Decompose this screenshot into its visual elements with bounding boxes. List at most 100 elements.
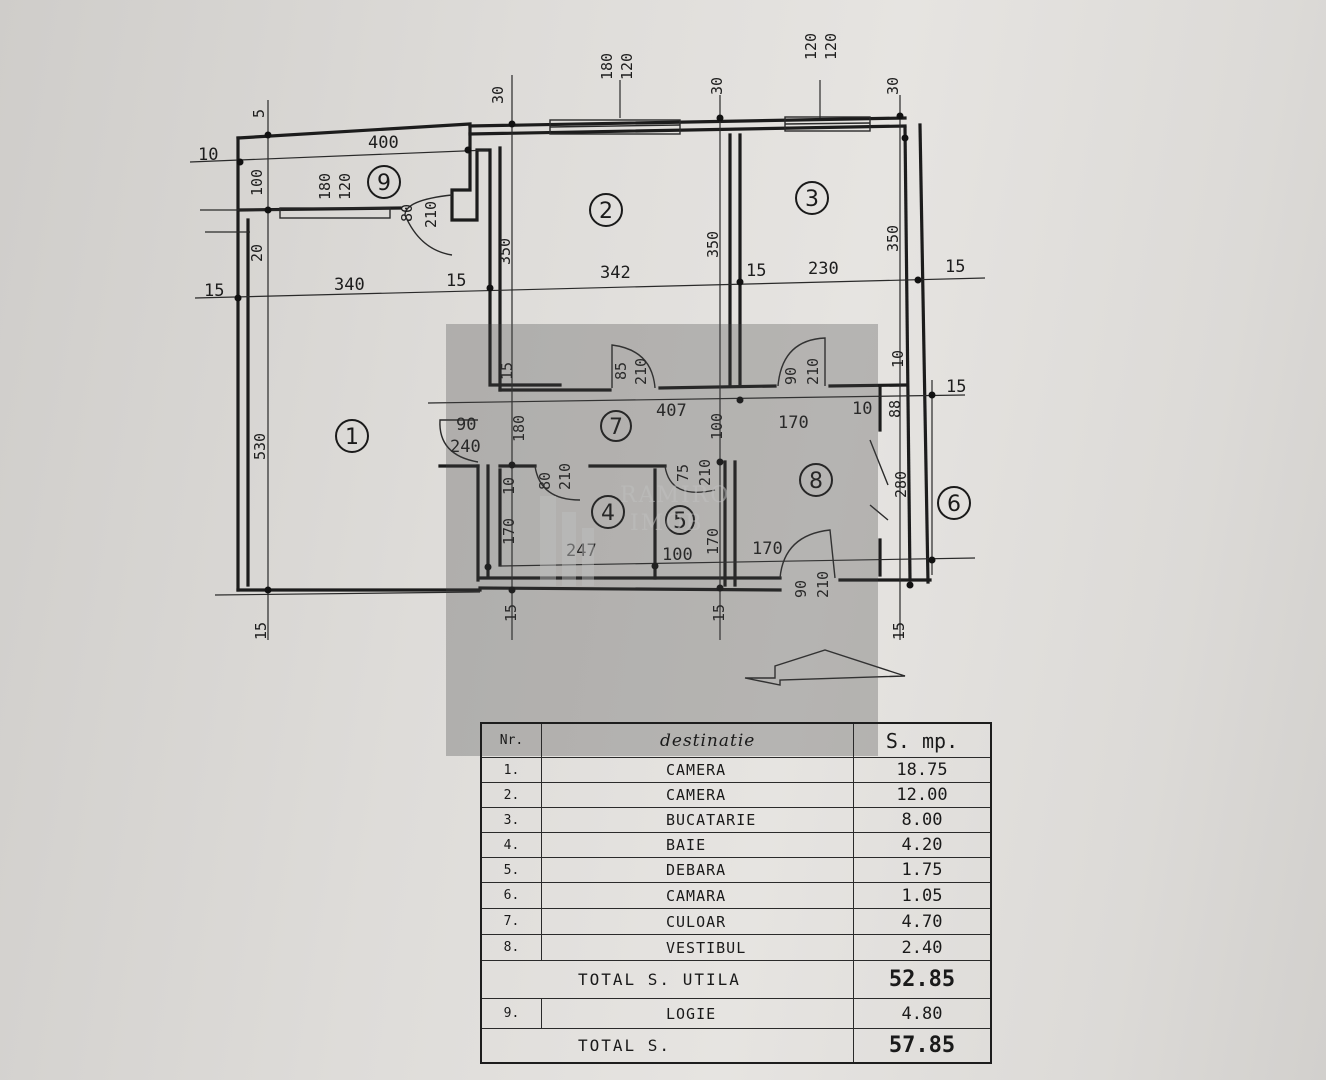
dim-left-0: 5 [250, 109, 268, 118]
bottom-dimensions: 15 15 15 15 [252, 604, 908, 640]
room-2-number: 2 [599, 199, 613, 224]
table-row: 8. VESTIBUL 2.40 [482, 935, 990, 961]
header-area: S. mp. [885, 728, 959, 753]
table-row: 6. CAMARA 1.05 [482, 883, 990, 909]
table-row: 3. BUCATARIE 8.00 [482, 808, 990, 833]
dim-st-w: 100 [662, 545, 693, 565]
total-spacer [482, 1029, 522, 1062]
row-nr: 6. [482, 883, 542, 908]
dim-bottom-2: 15 [710, 604, 728, 622]
vestibule-dimensions: 170 90 210 280 [752, 471, 910, 598]
table-row: 1. CAMERA 18.75 [482, 758, 990, 783]
dim-hall-sub1: 180 [510, 415, 528, 442]
room-numbers: 1 2 3 4 5 6 7 8 9 [335, 165, 971, 535]
room-4-number: 4 [601, 501, 615, 526]
dim-bath-v2: 170 [500, 518, 518, 545]
dim-top-0: 30 [489, 86, 507, 104]
dim-top-5: 120 [822, 33, 840, 60]
dim-vest-w: 170 [752, 539, 783, 559]
row-nr: 1. [482, 758, 542, 782]
logie-row: 9. LOGIE 4.80 [482, 999, 990, 1029]
dim-bottom-3: 15 [890, 622, 908, 640]
dim-hall-d1h: 210 [632, 358, 650, 385]
watermark-logo: RAMIRO IMOB [540, 483, 730, 586]
row-nr: 7. [482, 909, 542, 934]
dim-bath-v1: 10 [500, 477, 518, 495]
row-destination: CAMARA [542, 883, 854, 908]
table-row: 4. BAIE 4.20 [482, 833, 990, 858]
dim-hall-15: 15 [946, 377, 966, 397]
row-destination: CAMERA [542, 783, 854, 807]
dim-left-3: 20 [248, 244, 266, 262]
row-area: 12.00 [896, 785, 948, 805]
row-area: 18.75 [896, 760, 948, 780]
dim-top-2: 120 [618, 53, 636, 80]
dimension-lines [189, 75, 986, 640]
row-area: 4.80 [901, 1003, 943, 1024]
watermark-overlay [446, 324, 878, 756]
row-area: 1.75 [901, 860, 943, 880]
row-destination: DEBARA [542, 858, 854, 882]
dim-r8-x: 10 [852, 399, 872, 419]
dim-vest-h: 280 [892, 471, 910, 498]
row-destination: LOGIE [542, 999, 854, 1028]
row-destination: BUCATARIE [542, 808, 854, 832]
row-nr: 3. [482, 808, 542, 832]
dim-bath-d: 80 [536, 472, 554, 490]
room-7-number: 7 [609, 415, 623, 440]
entrance-arrow-icon [744, 649, 906, 686]
dim-230: 230 [808, 259, 839, 279]
row-area: 8.00 [901, 810, 943, 830]
dim-bath-w: 247 [566, 541, 597, 561]
row1-dimensions: 340 15 342 15 230 15 350 350 350 530 [251, 225, 965, 460]
dim-top-6: 30 [884, 77, 902, 95]
dim-vest-door: 90 [792, 580, 810, 598]
dim-room9-door-h: 210 [422, 201, 440, 228]
dim-bottom-1: 15 [502, 604, 520, 622]
watermark-line2: IMOB [630, 511, 703, 536]
dim-r8-w: 170 [778, 413, 809, 433]
room-6-number: 6 [947, 492, 961, 517]
table-header: Nr. destinatie S. mp. [482, 724, 990, 758]
row-area: 2.40 [901, 937, 943, 958]
dimension-dots [234, 112, 936, 594]
bath-dimensions: 80 210 10 170 247 75 210 100 170 [500, 459, 722, 565]
dim-hall-d2h: 210 [804, 358, 822, 385]
dim-top-3: 30 [708, 77, 726, 95]
dim-left-4: 15 [204, 281, 224, 301]
dim-hall-d1: 85 [612, 362, 630, 380]
watermark-line1: RAMIRO [620, 483, 730, 508]
row-destination: CAMERA [542, 758, 854, 782]
total-util-label: TOTAL S. UTILA [522, 961, 854, 998]
dim-left-2: 100 [248, 169, 266, 196]
room-9-number: 9 [377, 171, 391, 196]
table-row: 7. CULOAR 4.70 [482, 909, 990, 935]
row-area: 4.20 [901, 835, 943, 855]
table-row: 2. CAMERA 12.00 [482, 783, 990, 808]
dim-top-1: 180 [598, 53, 616, 80]
dim-r2b-h: 350 [704, 231, 722, 258]
dim-room9-h2: 120 [336, 173, 354, 200]
top-dimensions: 30 180 120 30 120 120 30 [489, 33, 902, 104]
room-1-number: 1 [345, 425, 359, 450]
dim-hall-door1: 90 [456, 415, 476, 435]
row-area: 1.05 [901, 885, 943, 906]
total-util-spacer [482, 961, 522, 998]
total-util-area: 52.85 [888, 967, 956, 992]
total-row: TOTAL S. 57.85 [482, 1029, 990, 1062]
row-nr: 8. [482, 935, 542, 960]
windows [279, 116, 871, 219]
room-8-number: 8 [809, 469, 823, 494]
dim-hall-side2: 10 [889, 350, 907, 368]
table-row: 5. DEBARA 1.75 [482, 858, 990, 883]
dim-top-4: 120 [802, 33, 820, 60]
dim-r2-h: 350 [496, 238, 514, 265]
room-3-number: 3 [805, 187, 819, 212]
dim-hall-sub2: 100 [708, 413, 726, 440]
hall-dimensions: 407 85 210 90 210 90 240 180 100 15 10 1… [450, 350, 966, 457]
row-nr: 9. [482, 999, 542, 1028]
dim-vest-doorh: 210 [814, 571, 832, 598]
dim-bottom-0: 15 [252, 622, 270, 640]
